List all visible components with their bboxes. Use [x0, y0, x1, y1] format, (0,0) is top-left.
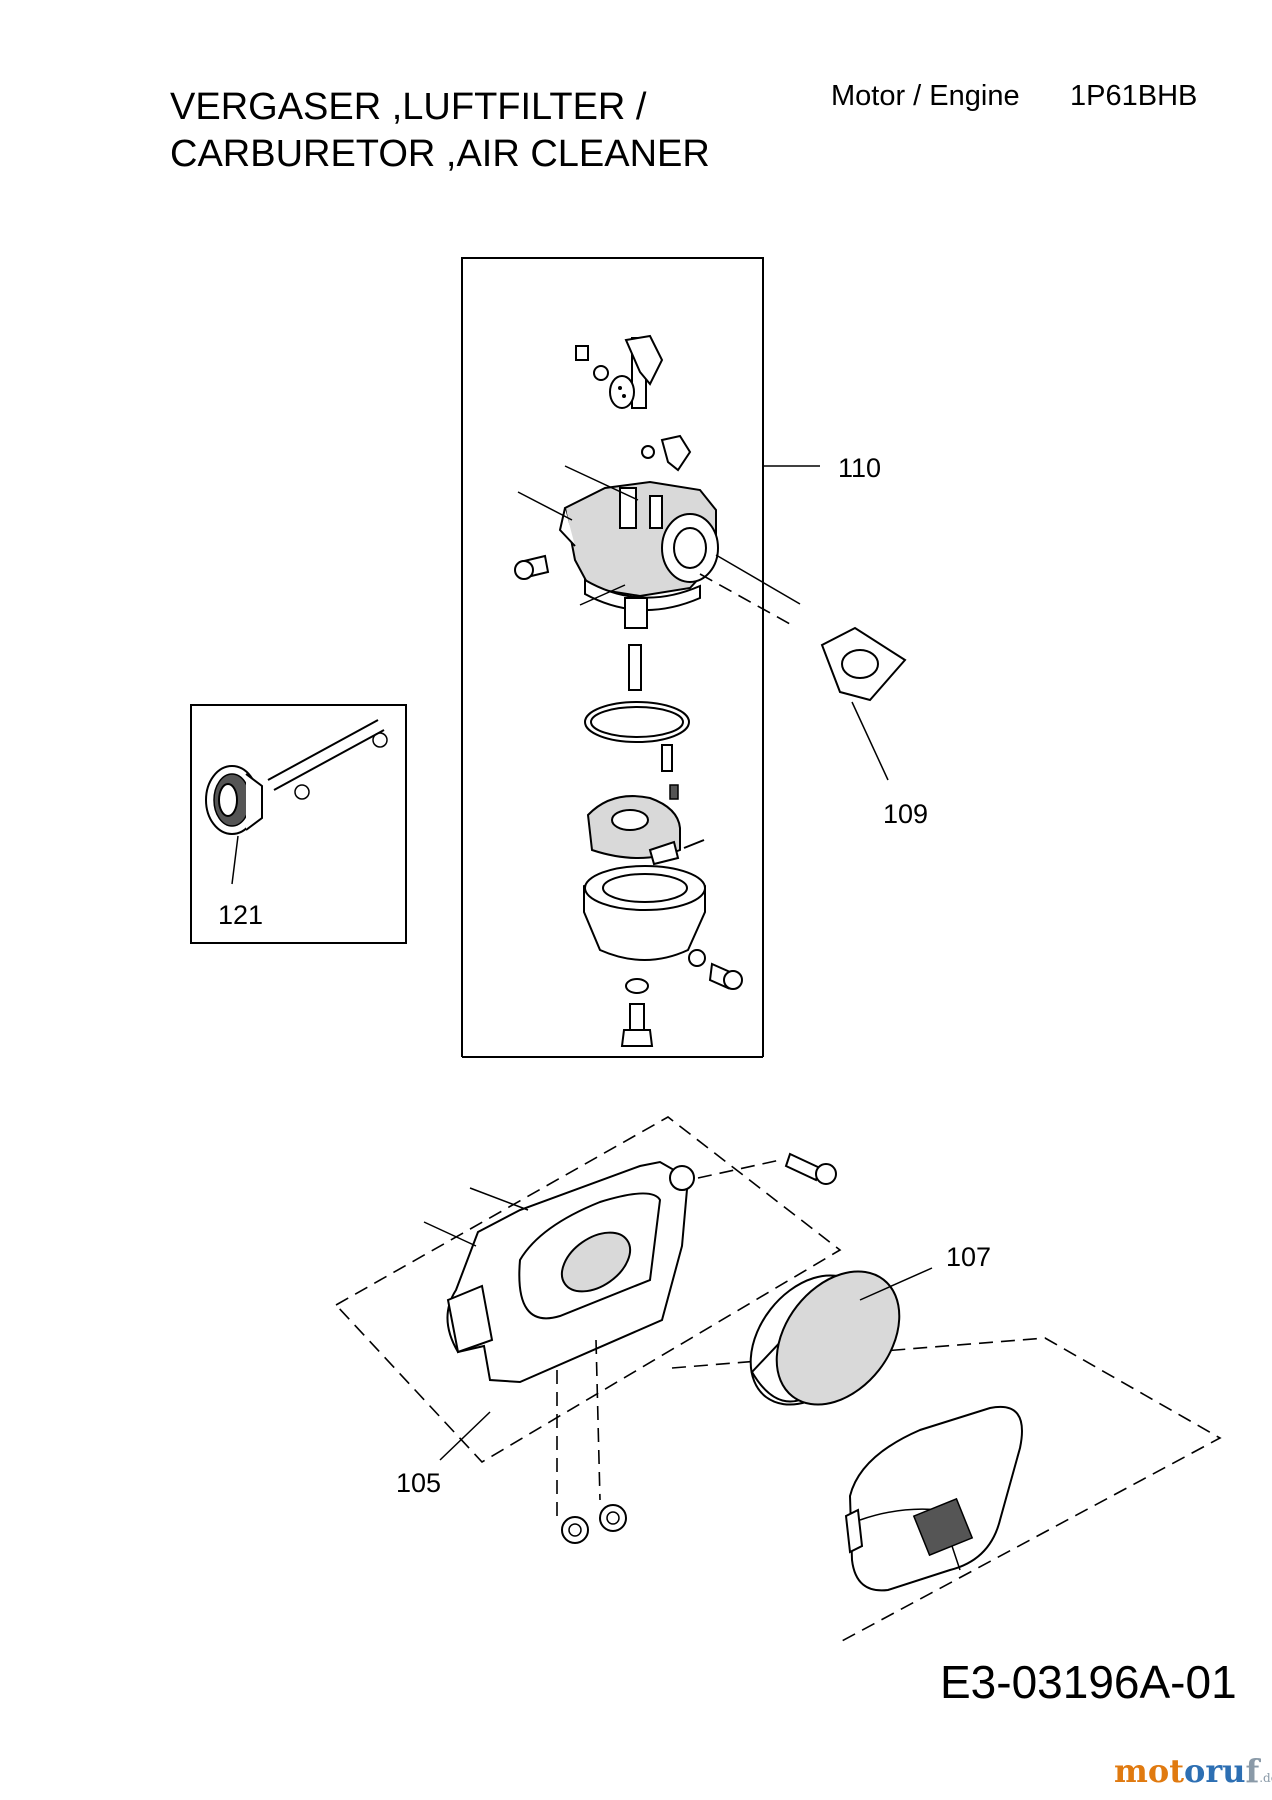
main-nozzle [628, 644, 642, 691]
needle-spring [669, 784, 679, 800]
air-intake-port [560, 1231, 632, 1293]
filter-element [749, 1267, 933, 1406]
page-title: VERGASER ,LUFTFILTER / CARBURETOR ,AIR C… [170, 84, 710, 178]
cover-tab [844, 1508, 864, 1554]
brand-logo [912, 1497, 974, 1557]
air-cleaner-bolt [784, 1152, 822, 1182]
bowl-bolt [629, 1003, 645, 1033]
title-line-1: VERGASER ,LUFTFILTER / [170, 86, 647, 128]
callout-109: 109 [883, 799, 928, 829]
primer-box [190, 704, 407, 944]
hose-clamp-2 [294, 784, 310, 800]
carb-post [619, 487, 637, 529]
air-cleaner-base [423, 1152, 837, 1544]
callout-121: 121 [218, 900, 263, 930]
choke-lever [624, 334, 664, 386]
carburetor-assembly-box [461, 257, 820, 1058]
engine-label: Motor / Engine [831, 80, 1020, 112]
main-jet-tube [624, 597, 648, 629]
nut-2 [599, 1504, 627, 1532]
drain-washer [688, 949, 706, 967]
carburetor-parts [514, 334, 907, 1047]
float-bowl-flange [584, 578, 701, 611]
filter-mesh [775, 1270, 901, 1406]
throttle-stop [660, 434, 692, 472]
o-ring [641, 445, 655, 459]
float-pin-holder [648, 840, 680, 866]
watermark-logo: motoruf.de [1114, 1752, 1272, 1790]
float-pin [683, 839, 705, 849]
fuel-line [267, 719, 379, 781]
bowl-washer [625, 978, 649, 994]
document-id: E3-03196A-01 [940, 1656, 1237, 1708]
nut-1 [561, 1516, 589, 1544]
float-needle [661, 744, 673, 772]
callout-105: 105 [396, 1468, 441, 1498]
engine-model: 1P61BHB [1070, 80, 1198, 112]
choke-plate [609, 375, 635, 409]
breather-tube [446, 1284, 494, 1354]
title-line-2: CARBURETOR ,AIR CLEANER [170, 133, 710, 175]
washer [593, 365, 609, 381]
air-cleaner-cover [844, 1405, 1023, 1592]
callout-107: 107 [946, 1242, 991, 1272]
callout-110: 110 [838, 453, 881, 483]
small-screw [575, 345, 589, 361]
hose-clamp-1 [372, 732, 388, 748]
cover-shell [848, 1405, 1023, 1592]
mount-bracket [669, 1165, 695, 1191]
